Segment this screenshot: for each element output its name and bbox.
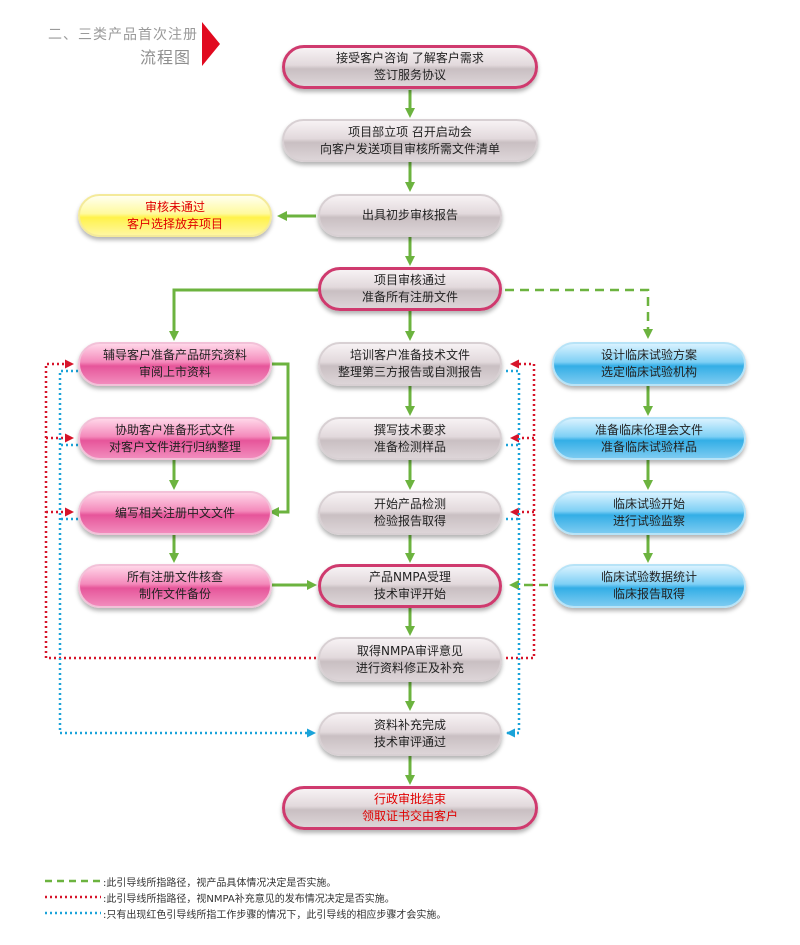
- legend-blue: :只有出现红色引导线所指工作步骤的情况下，此引导线的相应步骤才会实施。: [103, 909, 447, 921]
- node-assist-format: 协助客户准备形式文件 对客户文件进行归纳整理: [78, 417, 272, 460]
- node-nmpa-opinion: 取得NMPA审评意见 进行资料修正及补充: [318, 637, 502, 682]
- red-dotted-paths: [44, 359, 536, 660]
- node-product-testing: 开始产品检测 检验报告取得: [318, 491, 502, 535]
- green-arrows: [169, 90, 653, 785]
- node-write-chinese: 编写相关注册中文文件: [78, 491, 272, 535]
- node-train-tech: 培训客户准备技术文件 整理第三方报告或自测报告: [318, 342, 502, 386]
- node-nmpa-accept: 产品NMPA受理 技术审评开始: [318, 564, 502, 608]
- header-title: 二、三类产品首次注册: [48, 27, 198, 43]
- node-review-passed: 项目审核通过 准备所有注册文件: [318, 267, 502, 311]
- arrow-passed-left: [169, 288, 318, 341]
- node-approval-done: 行政审批结束 领取证书交由客户: [282, 786, 538, 830]
- legend-red: :此引导线所指路径，视NMPA补充意见的发布情况决定是否实施。: [103, 893, 395, 905]
- node-clinical-stats: 临床试验数据统计 临床报告取得: [552, 564, 746, 608]
- blue-dotted-paths: [58, 369, 521, 738]
- node-clinical-plan: 设计临床试验方案 选定临床试验机构: [552, 342, 746, 386]
- legend-green: :此引导线所指路径，视产品具体情况决定是否实施。: [103, 877, 337, 889]
- node-verify-files: 所有注册文件核查 制作文件备份: [78, 564, 272, 608]
- node-assist-research: 辅导客户准备产品研究资料 审阅上市资料: [78, 342, 272, 386]
- node-ethics-docs: 准备临床伦理会文件 准备临床试验样品: [552, 417, 746, 460]
- node-tech-requirements: 撰写技术要求 准备检测样品: [318, 417, 502, 460]
- node-consult: 接受客户咨询 了解客户需求 签订服务协议: [282, 45, 538, 89]
- green-dashed-optional: [505, 288, 653, 339]
- header-subtitle: 流程图: [140, 48, 192, 67]
- header-flag-icon: [202, 22, 220, 66]
- node-review-failed: 审核未通过 客户选择放弃项目: [78, 194, 272, 237]
- node-kickoff: 项目部立项 召开启动会 向客户发送项目审核所需文件清单: [282, 119, 538, 162]
- node-supplement-done: 资料补充完成 技术审评通过: [318, 712, 502, 756]
- node-prelim-report: 出具初步审核报告: [318, 194, 502, 237]
- node-clinical-start: 临床试验开始 进行试验监察: [552, 491, 746, 535]
